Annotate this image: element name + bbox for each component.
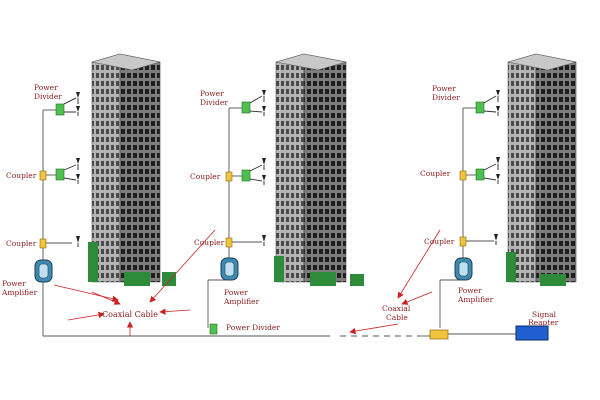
power-amplifier-label-3a: Power bbox=[458, 286, 482, 295]
power-amplifier-label-3b: Amplifier bbox=[457, 295, 494, 304]
coaxial-cable-label: Coaxial Cable bbox=[102, 310, 158, 319]
coupler-label-2a: Coupler bbox=[190, 172, 221, 181]
power-amplifier-label-2b: Amplifier bbox=[223, 297, 260, 306]
power-amplifier-label-1a: Power bbox=[2, 279, 26, 288]
power-divider-label-3b: Divider bbox=[432, 93, 460, 102]
signal-repeater-label-a: Signal bbox=[532, 310, 557, 319]
power-divider-label-2b: Divider bbox=[200, 98, 228, 107]
power-amplifier-2 bbox=[220, 257, 239, 281]
power-amplifier-label-1b: Amplifier bbox=[1, 288, 38, 297]
trunk-coupler bbox=[429, 329, 449, 340]
antenna-tops bbox=[76, 90, 500, 243]
signal-repeater-box bbox=[515, 325, 549, 341]
labels: Power Divider Power Divider Power Divide… bbox=[1, 83, 559, 332]
power-dividers bbox=[55, 101, 485, 335]
power-divider-bottom-label: Power Divider bbox=[226, 323, 280, 332]
building-3 bbox=[506, 53, 577, 286]
power-amplifier-1 bbox=[34, 259, 53, 283]
power-divider-label-3a: Power bbox=[432, 84, 456, 93]
antenna-masts bbox=[77, 96, 499, 247]
antennas bbox=[63, 95, 497, 182]
coupler-label-1b: Coupler bbox=[6, 239, 37, 248]
power-amplifier-3 bbox=[454, 257, 473, 281]
power-divider-label-2a: Power bbox=[200, 89, 224, 98]
power-amplifier-label-2a: Power bbox=[224, 288, 248, 297]
building-2 bbox=[274, 53, 364, 286]
couplers bbox=[39, 170, 467, 249]
coax-cables bbox=[42, 107, 516, 337]
building-1 bbox=[88, 53, 176, 286]
annotation-arrows bbox=[53, 229, 441, 336]
power-divider-label-1a: Power bbox=[34, 83, 58, 92]
coupler-label-3b: Coupler bbox=[424, 237, 455, 246]
coaxial-cable-right-label-b: Cable bbox=[386, 313, 408, 322]
coupler-label-1a: Coupler bbox=[6, 171, 37, 180]
signal-repeater-label-b: Reapter bbox=[528, 318, 559, 327]
power-divider-label-1b: Divider bbox=[34, 92, 62, 101]
coupler-label-2b: Coupler bbox=[194, 238, 225, 247]
coaxial-cable-right-label-a: Coaxial bbox=[382, 304, 411, 313]
coupler-label-3a: Coupler bbox=[420, 169, 451, 178]
